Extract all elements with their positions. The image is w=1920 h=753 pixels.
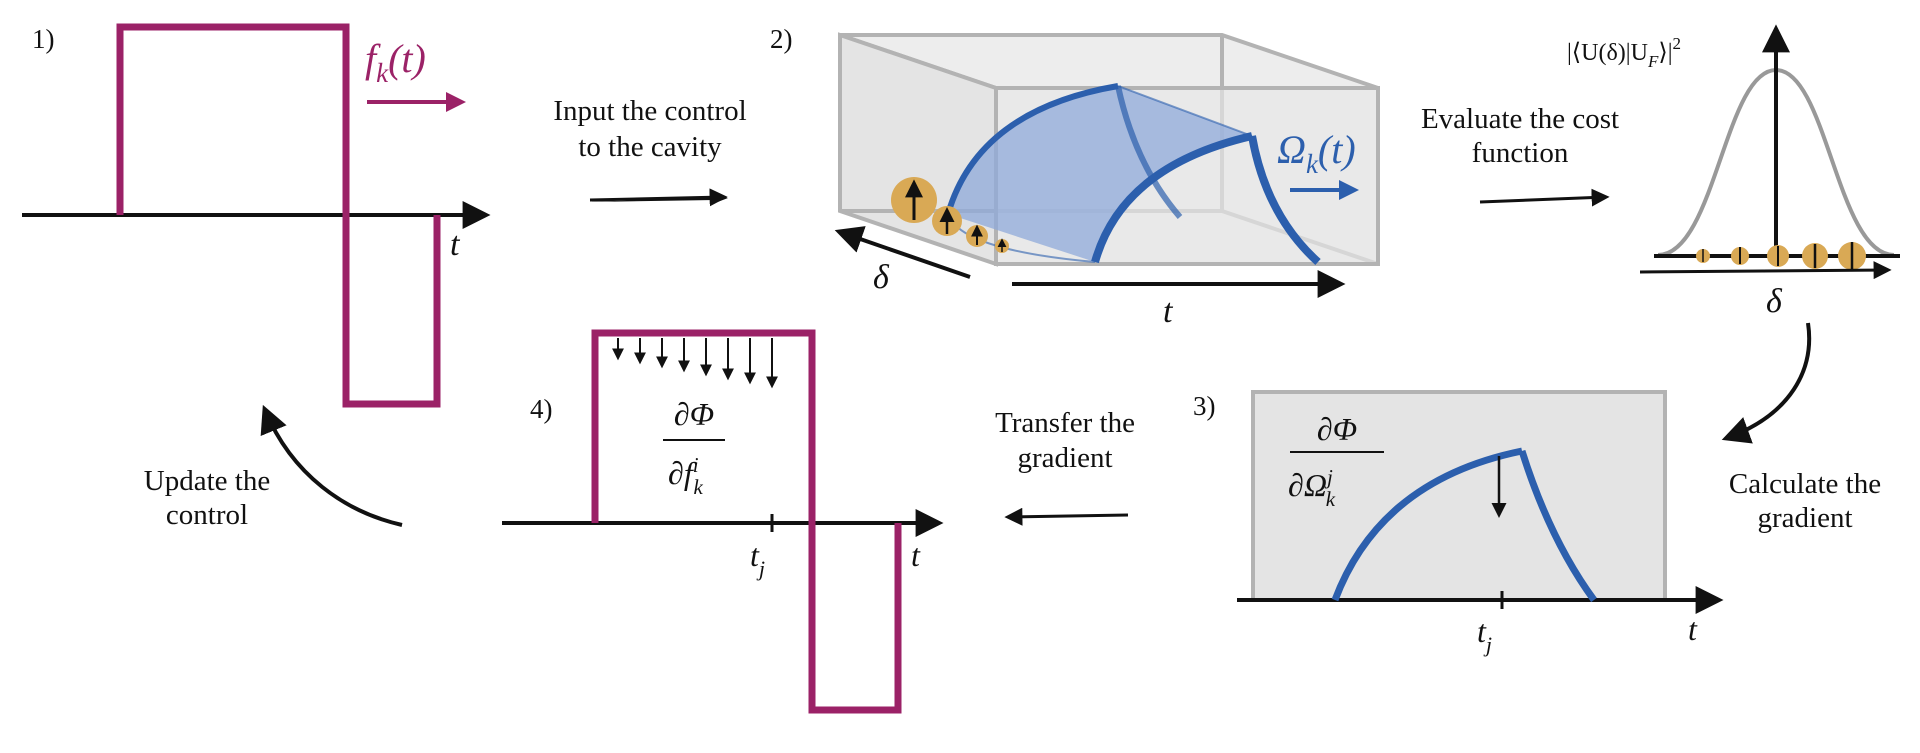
panel-2-cavity: 2) Ωk(t) δ — [770, 24, 1380, 330]
calculate-gradient-arrow — [1721, 322, 1812, 444]
field-derivative-numerator: ∂Φ — [1317, 411, 1357, 447]
control-axis-label: t — [911, 537, 921, 573]
detuning-axis-label: δ — [873, 259, 890, 296]
input-control-arrow — [590, 194, 728, 203]
detuning-axis — [834, 226, 971, 279]
calculate-caption-line2: gradient — [1757, 502, 1852, 534]
step-3-label: 3) — [1193, 391, 1216, 421]
control-derivative-numerator: ∂Φ — [674, 396, 714, 432]
panel-1-control-pulse: 1) fk(t) t — [22, 23, 491, 408]
evaluate-cost-arrow — [1479, 188, 1610, 207]
cavity-time-axis-label: t — [1163, 293, 1174, 330]
step-1-label: 1) — [32, 24, 55, 54]
detuning-axis-cost — [1639, 261, 1892, 280]
field-sheet — [948, 86, 1252, 262]
field-envelope-fall — [1518, 449, 1597, 603]
calculate-gradient-arrow-group: Calculate the gradient — [1721, 322, 1881, 534]
tj-label: tj — [1477, 613, 1492, 657]
update-control-arrow-group: Update the control — [144, 404, 403, 531]
cost-detuning-label: δ — [1766, 283, 1783, 320]
cost-function-plot: |⟨U(δ)|UF⟩|2 δ — [1567, 24, 1900, 320]
calculate-caption-line1: Calculate the — [1729, 468, 1881, 500]
field-falloff-back — [1115, 85, 1183, 219]
transfer-gradient-arrow-group: Transfer the gradient — [995, 407, 1135, 526]
control-pulse-gradient — [591, 329, 902, 714]
spin-ensemble — [891, 177, 1009, 253]
step-4-label: 4) — [530, 394, 553, 424]
control-tj-label: tj — [750, 537, 765, 581]
evaluate-caption-line1: Evaluate the cost — [1421, 103, 1619, 135]
input-control-arrow-group: Input the control to the cavity — [553, 95, 747, 207]
update-caption-line1: Update the — [144, 465, 270, 497]
field-envelope-rise — [1331, 447, 1523, 602]
field-label: Ωk(t) — [1277, 127, 1356, 179]
input-control-caption-line2: to the cavity — [578, 131, 722, 163]
field-envelope-front — [1091, 132, 1253, 264]
control-pulse-waveform — [116, 23, 441, 408]
transfer-caption-line1: Transfer the — [995, 407, 1135, 439]
gradient-axis-label: t — [1688, 611, 1698, 647]
transfer-gradient-arrow — [1004, 507, 1129, 526]
gradient-box — [1251, 390, 1667, 602]
field-falloff-front — [1248, 135, 1321, 265]
control-signal-label: fk(t) — [365, 36, 426, 88]
update-caption-line2: control — [166, 499, 248, 531]
transfer-caption-line2: gradient — [1017, 442, 1112, 474]
fidelity-formula: |⟨U(δ)|UF⟩|2 — [1567, 34, 1681, 71]
field-envelope-back — [945, 83, 1119, 215]
step-2-label: 2) — [770, 24, 793, 54]
evaluate-cost-arrow-group: Evaluate the cost function — [1421, 103, 1619, 207]
input-control-caption-line1: Input the control — [553, 95, 746, 127]
time-axis-label: t — [450, 226, 461, 263]
update-control-arrow — [260, 404, 403, 527]
gradient-push-arrows — [612, 338, 778, 389]
evaluate-caption-line2: function — [1472, 137, 1569, 169]
